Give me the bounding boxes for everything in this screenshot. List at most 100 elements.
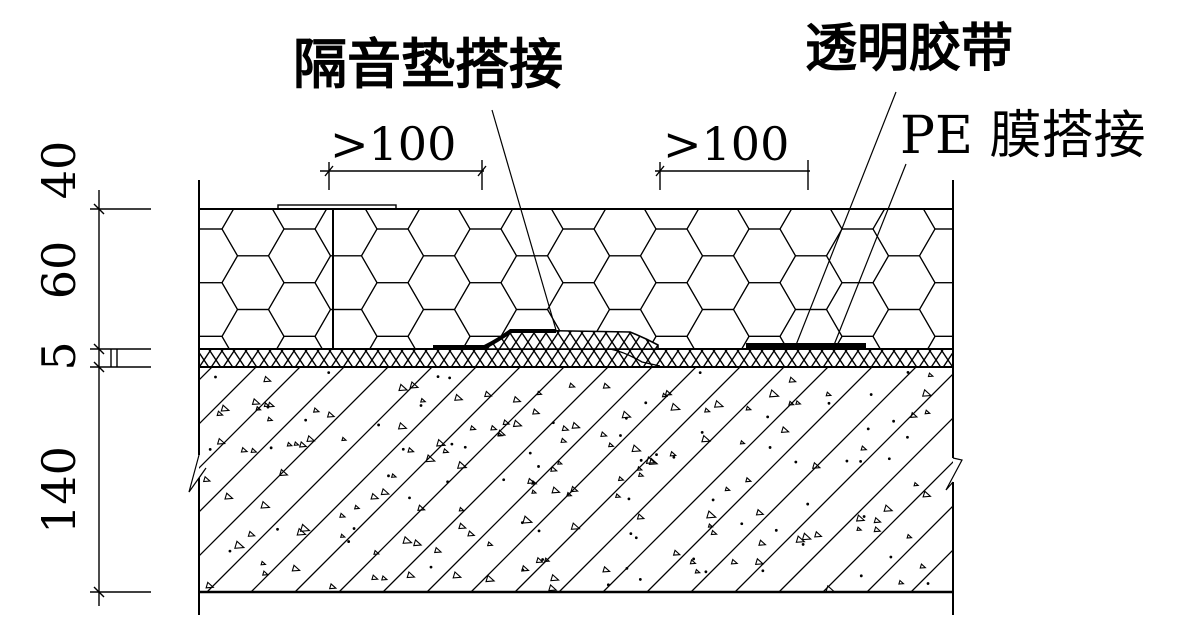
hex-cell [83,229,145,283]
hex-cell [1013,444,1075,498]
aggregate-mark [202,475,212,483]
hex-cell [407,255,471,311]
aggregate-mark [406,571,416,579]
aggregate-mark [550,573,560,582]
hex-cell [199,228,239,284]
aggregate-mark [312,407,321,413]
aggregate-mark [566,491,573,497]
concrete-hatch-line [955,352,1181,592]
hex-cell [269,390,331,444]
aggregate-mark [710,529,718,536]
aggregate-mark [353,504,361,510]
aggregate-mark [425,454,437,463]
aggregate-mark [339,533,347,538]
aggregate-dot [269,446,273,450]
aggregate-dot [801,543,805,546]
hex-cell [918,282,953,337]
aggregate-mark [571,421,581,429]
aggregate-mark [745,476,753,483]
aggregate-mark [607,442,615,448]
overlap-dimension-2-label: >100 [663,117,789,171]
aggregate-dot [450,442,454,446]
concrete-hatch-line [999,352,1181,592]
dim-label-140: 140 [32,446,86,534]
aggregate-mark [724,486,732,492]
hex-cell [639,228,704,284]
aggregate-dot [672,455,676,459]
hex-cell [1059,363,1121,417]
aggregate-mark [672,549,682,556]
aggregate-mark [467,530,476,537]
aggregate-mark [758,539,767,546]
hex-cell [872,209,936,257]
aggregate-dot [869,393,873,396]
aggregate-dot [446,480,450,484]
aggregate-mark [512,419,523,428]
pe-film-leader [833,163,907,346]
aggregate-mark [661,392,669,398]
aggregate-mark [527,477,536,484]
aggregate-dot [906,370,910,374]
hex-cell [1106,175,1168,229]
hex-cell [1013,283,1075,337]
hex-cell [827,390,889,444]
aggregate-mark [795,535,806,543]
aggregate-mark [454,393,464,401]
aggregate-mark [370,492,380,500]
hex-cell [966,417,1028,471]
aggregate-dot [827,401,831,405]
hex-cell [314,308,378,349]
aggregate-mark [570,522,581,530]
aggregate-mark [548,583,558,592]
aggregate-mark [341,436,348,442]
aggregate-mark [293,441,300,446]
aggregate-dot [794,460,798,464]
aggregate-mark [371,574,379,581]
hex-cell [1106,229,1168,283]
hex-cell [593,209,657,257]
aggregate-mark [637,471,645,477]
aggregate-dot [327,371,331,375]
aggregate-mark [260,560,267,566]
aggregate-mark [636,465,644,471]
aggregate-mark [306,434,316,443]
hex-cell [408,363,470,417]
aggregate-mark [739,439,746,445]
aggregate-mark [602,382,612,389]
aggregate-dot [906,435,909,439]
aggregate-mark [543,557,551,563]
hex-cell [966,256,1028,310]
hex-cell [686,308,750,349]
aggregate-dot [845,459,849,463]
aggregate-dot [766,415,770,419]
aggregate-mark [669,450,678,457]
hex-cell [176,444,238,498]
hex-cell [918,228,953,284]
joint-detail [277,204,397,349]
aggregate-mark [339,512,347,518]
aggregate-mark [883,504,894,512]
aggregate-mark [550,465,559,472]
hex-cell [779,255,843,311]
aggregate-mark [825,391,833,397]
aggregate-dot [347,540,351,543]
concrete-hatch-line [470,367,697,592]
aggregate-dot [276,527,279,531]
concrete-hatch-line [0,352,183,592]
hex-cell [360,282,425,337]
aggregate-mark [328,582,338,590]
sound-insulation-hex-layer [83,175,1168,498]
aggregate-dot [774,528,778,532]
hex-cell [920,444,982,498]
aggregate-mark [373,549,381,555]
concrete-hatch-line [866,505,953,592]
hex-cell [83,336,145,390]
aggregate-mark [532,408,541,415]
aggregate-dot [528,451,532,455]
hex-cell [267,228,332,284]
hex-cell [732,282,797,337]
aggregate-mark [381,574,389,581]
hex-cell [269,444,331,498]
aggregate-mark [670,402,682,411]
aggregate-mark [745,405,753,411]
